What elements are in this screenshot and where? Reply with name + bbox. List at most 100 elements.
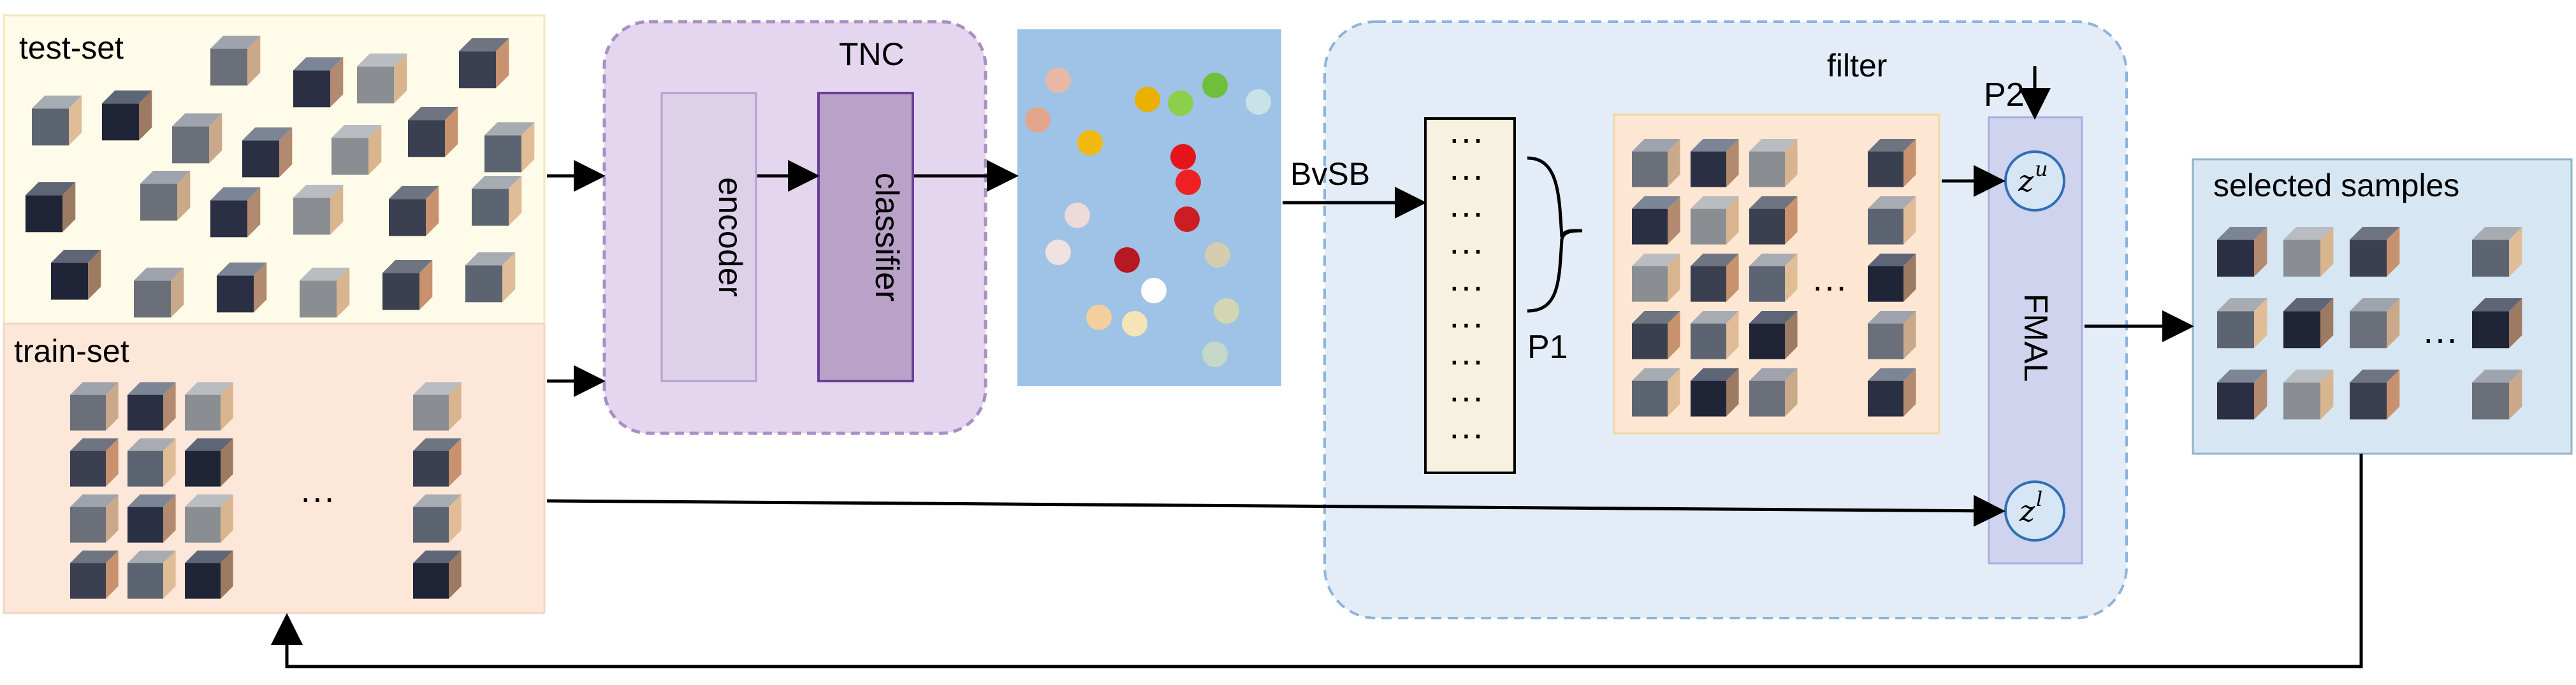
scatter-point xyxy=(1175,169,1201,195)
test-set-samples xyxy=(25,36,535,318)
scatter-point xyxy=(1205,242,1230,268)
sample-cube-icon xyxy=(2472,370,2522,420)
sample-cube-icon xyxy=(2283,227,2334,277)
sample-cube-icon xyxy=(1868,254,1916,302)
p1-brace xyxy=(1527,156,1583,313)
sample-cube-icon xyxy=(1868,311,1916,359)
sample-cube-icon xyxy=(1868,139,1916,187)
selected-sample-cubes xyxy=(2217,227,2522,420)
scatter-point xyxy=(1122,311,1147,336)
test-set-panel: test-set xyxy=(3,14,546,325)
sample-cube-icon xyxy=(185,494,233,543)
test-set-label: test-set xyxy=(19,30,124,66)
sample-cube-icon xyxy=(2283,370,2334,420)
sample-cube-icon xyxy=(382,260,433,310)
sample-cube-icon xyxy=(32,96,82,146)
tnc-label: TNC xyxy=(839,36,905,72)
fmal-label: FMAL xyxy=(2017,294,2054,382)
sample-cube-icon xyxy=(70,494,119,543)
sample-cube-icon xyxy=(413,382,462,431)
classifier-label: classifier xyxy=(868,173,905,301)
sample-cube-icon xyxy=(484,122,535,173)
sample-cube-icon xyxy=(127,551,176,599)
scatter-point xyxy=(1214,298,1239,324)
sample-cube-icon xyxy=(70,551,119,599)
bvsb-label: BvSB xyxy=(1290,156,1370,192)
connectors xyxy=(271,66,2363,668)
sample-cube-icon xyxy=(242,127,293,178)
sample-cube-icon xyxy=(413,438,462,487)
train-set-label: train-set xyxy=(14,333,129,369)
encoder-label: encoder xyxy=(711,177,748,297)
sample-cube-icon xyxy=(2217,298,2267,349)
classifier-block xyxy=(817,92,914,382)
sample-cube-icon xyxy=(134,268,184,318)
scatter-point xyxy=(1045,240,1071,265)
sample-cube-icon xyxy=(127,494,176,543)
sample-cube-icon xyxy=(1749,139,1798,187)
sample-cube-icon xyxy=(465,252,516,303)
sample-cube-icon xyxy=(1632,368,1680,417)
sample-cube-icon xyxy=(357,54,407,104)
scatter-point xyxy=(1065,203,1090,228)
queue-entry: ··· xyxy=(1448,340,1484,380)
z-l-node: z l xyxy=(2004,480,2065,542)
train-set-panel: train-set ··· xyxy=(3,322,546,614)
sample-cube-icon xyxy=(1868,196,1916,245)
sample-cube-icon xyxy=(70,438,119,487)
train-set-samples xyxy=(70,382,462,599)
queue-entry: ··· xyxy=(1448,155,1484,195)
sample-cube-icon xyxy=(1691,196,1739,245)
sample-cube-icon xyxy=(2217,227,2267,277)
scatter-point xyxy=(1174,206,1200,232)
scatter-point xyxy=(1141,278,1167,303)
selected-samples-panel: selected samples ··· xyxy=(2192,158,2573,455)
sample-cube-icon xyxy=(127,438,176,487)
z-u-node: z u xyxy=(2004,150,2065,212)
sample-cube-icon xyxy=(2472,227,2522,277)
queue-entry: ··· xyxy=(1448,192,1484,232)
z-l-sup: l xyxy=(2036,487,2042,511)
scatter-points xyxy=(1025,68,1271,367)
sample-cube-icon xyxy=(2350,370,2400,420)
sample-cube-icon xyxy=(127,382,176,431)
queue-entry: ··· xyxy=(1448,377,1484,417)
scatter-point xyxy=(1045,68,1071,93)
sample-cube-icon xyxy=(70,382,119,431)
scatter-point xyxy=(1114,247,1140,273)
sample-cube-icon xyxy=(331,125,382,175)
sample-cube-icon xyxy=(1749,368,1798,417)
sample-cube-icon xyxy=(185,551,233,599)
z-l-base: z xyxy=(2019,494,2035,528)
sample-cube-icon xyxy=(217,263,267,313)
scatter-point xyxy=(1168,90,1193,116)
sample-cube-icon xyxy=(172,113,222,164)
sample-cube-icon xyxy=(1691,368,1739,417)
sample-cube-icon xyxy=(185,438,233,487)
sample-cube-icon xyxy=(1632,254,1680,302)
sample-cube-icon xyxy=(2283,298,2334,349)
scatter-point xyxy=(1170,144,1196,169)
arrow-feedback-loop xyxy=(271,454,2363,668)
scatter-point xyxy=(1077,130,1103,155)
sample-cube-icon xyxy=(413,494,462,543)
sample-cube-icon xyxy=(140,171,191,221)
z-u-sup: u xyxy=(2035,157,2048,181)
z-u-base: z xyxy=(2018,164,2034,198)
candidate-samples xyxy=(1632,139,1916,417)
sample-cube-icon xyxy=(2350,227,2400,277)
sample-cube-icon xyxy=(1691,311,1739,359)
embedding-scatter xyxy=(1017,29,1281,386)
sample-cube-icon xyxy=(472,176,522,226)
sample-cube-icon xyxy=(1632,196,1680,245)
sample-cube-icon xyxy=(300,268,350,318)
p2-label: P2 xyxy=(1984,76,2025,113)
sample-cube-icon xyxy=(102,90,152,141)
queue-entry: ··· xyxy=(1448,414,1484,454)
scatter-point xyxy=(1086,305,1112,330)
scatter-point xyxy=(1202,73,1228,98)
sample-cube-icon xyxy=(51,250,101,300)
sample-cube-icon xyxy=(1749,311,1798,359)
sample-cube-icon xyxy=(210,36,261,86)
sample-cube-icon xyxy=(459,38,509,89)
